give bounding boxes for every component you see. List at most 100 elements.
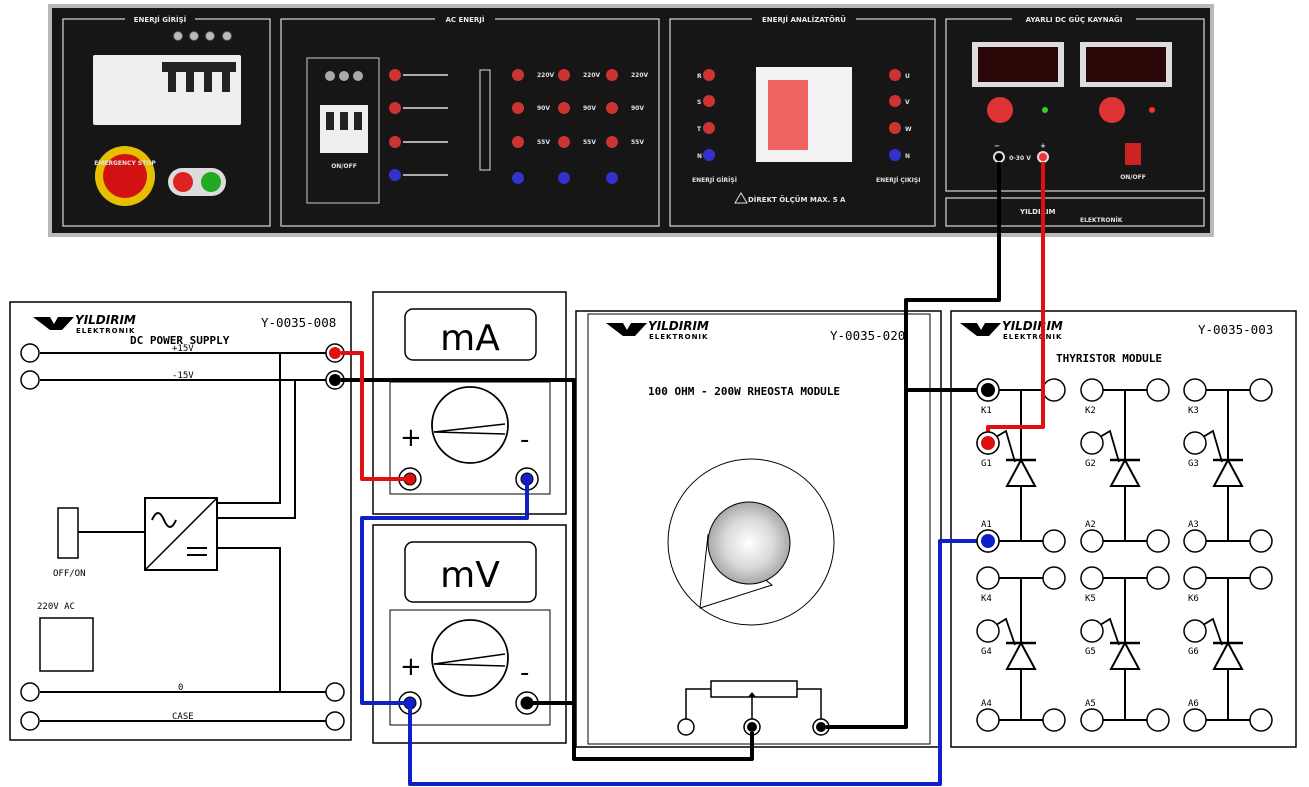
k4-terminal-right[interactable]: [1043, 567, 1065, 589]
off-on-switch[interactable]: [58, 508, 78, 558]
ac-input-label: 220V AC: [37, 602, 75, 612]
terminal-minus15-left[interactable]: [21, 371, 39, 389]
switch-label: OFF/ON: [53, 569, 86, 579]
a6-terminal-right[interactable]: [1250, 709, 1272, 731]
a-label: A5: [1085, 699, 1096, 709]
k1-terminal-right[interactable]: [1043, 379, 1065, 401]
terminal-zero-right[interactable]: [326, 683, 344, 701]
svg-text:ELEKTRONIK: ELEKTRONIK: [76, 327, 135, 335]
terminal-case-right[interactable]: [326, 712, 344, 730]
panel-title: ENERJİ ANALİZATÖRÜ: [762, 15, 846, 24]
k3-terminal[interactable]: [1184, 379, 1206, 401]
rheostat-terminal-wiper[interactable]: [747, 722, 757, 732]
a3-terminal-right[interactable]: [1250, 530, 1272, 552]
svg-text:+15V: +15V: [172, 344, 194, 354]
a5-terminal-right[interactable]: [1147, 709, 1169, 731]
terminal-case-left[interactable]: [21, 712, 39, 730]
k3-terminal-right[interactable]: [1250, 379, 1272, 401]
bench-brand: YILDIRIM: [1019, 208, 1056, 216]
k2-terminal[interactable]: [1081, 379, 1103, 401]
k-label: K2: [1085, 406, 1096, 416]
svg-text:V: V: [905, 99, 910, 106]
a3-terminal[interactable]: [1184, 530, 1206, 552]
module-code: Y-0035-020: [830, 328, 905, 343]
svg-text:S: S: [697, 99, 701, 106]
analyzer-input-label: ENERJİ GİRİŞİ: [692, 177, 737, 184]
g-label: G5: [1085, 647, 1096, 657]
panel-title: ENERJİ GİRİŞİ: [134, 15, 186, 24]
dc-positive-terminal[interactable]: [1038, 152, 1048, 162]
g-label: G3: [1188, 459, 1199, 469]
rheostat-terminal-right[interactable]: [816, 722, 826, 732]
svg-text:220V: 220V: [537, 72, 555, 79]
emergency-label: EMERGENCY STOP: [94, 160, 156, 167]
svg-text:220V: 220V: [631, 72, 649, 79]
dc-negative-terminal[interactable]: [994, 152, 1004, 162]
g6-terminal[interactable]: [1184, 620, 1206, 642]
k5-terminal-right[interactable]: [1147, 567, 1169, 589]
a2-terminal-right[interactable]: [1147, 530, 1169, 552]
a-label: A3: [1188, 520, 1199, 530]
current-knob[interactable]: [1099, 97, 1125, 123]
svg-text:220V: 220V: [583, 72, 601, 79]
k2-terminal-right[interactable]: [1147, 379, 1169, 401]
a5-terminal[interactable]: [1081, 709, 1103, 731]
module-title: 100 OHM - 200W RHEOSTA MODULE: [648, 385, 840, 398]
panel-title: AYARLI DC GÜÇ KAYNAĞI: [1026, 15, 1123, 24]
svg-text:YILDIRIM: YILDIRIM: [648, 319, 709, 333]
g1-terminal-connected[interactable]: [981, 436, 995, 450]
k6-terminal[interactable]: [1184, 567, 1206, 589]
svg-text:-: -: [520, 425, 529, 455]
svg-text:ON/OFF: ON/OFF: [1120, 174, 1146, 181]
terminal-plus15[interactable]: [329, 347, 341, 359]
g3-terminal[interactable]: [1184, 432, 1206, 454]
a4-terminal-right[interactable]: [1043, 709, 1065, 731]
k-label: K3: [1188, 406, 1199, 416]
g-label: G6: [1188, 647, 1199, 657]
svg-text:ELEKTRONİK: ELEKTRONİK: [1080, 217, 1123, 224]
k-label: K6: [1188, 594, 1199, 604]
a2-terminal[interactable]: [1081, 530, 1103, 552]
k-label: K1: [981, 406, 992, 416]
g-label: G2: [1085, 459, 1096, 469]
g4-terminal[interactable]: [977, 620, 999, 642]
k4-terminal[interactable]: [977, 567, 999, 589]
training-bench: ENERJİ GİRİŞİ EMERGENCY STOP AC ENERJİ: [48, 4, 1214, 237]
ma-negative-terminal[interactable]: [521, 473, 533, 485]
direct-measurement-note: DİREKT ÖLÇÜM MAX. 5 A: [748, 195, 846, 204]
thyristor-module: YILDIRIM ELEKTRONIK Y-0035-003 THYRISTOR…: [951, 311, 1296, 747]
g2-terminal[interactable]: [1081, 432, 1103, 454]
a1-terminal-connected[interactable]: [981, 534, 995, 548]
analyzer-output-label: ENERJİ ÇIKIŞI: [876, 177, 920, 184]
terminal-zero-left[interactable]: [21, 683, 39, 701]
svg-text:+: +: [1040, 142, 1046, 150]
voltage-knob[interactable]: [987, 97, 1013, 123]
svg-text:N: N: [905, 153, 910, 160]
a1-terminal-right[interactable]: [1043, 530, 1065, 552]
k6-terminal-right[interactable]: [1250, 567, 1272, 589]
k1-terminal-connected[interactable]: [981, 383, 995, 397]
k5-terminal[interactable]: [1081, 567, 1103, 589]
g-label: G1: [981, 459, 992, 469]
svg-text:R: R: [697, 73, 702, 80]
g5-terminal[interactable]: [1081, 620, 1103, 642]
rheostat-terminal-left[interactable]: [678, 719, 694, 735]
svg-text:+: +: [400, 423, 422, 453]
terminal-minus15[interactable]: [329, 374, 341, 386]
a-label: A4: [981, 699, 992, 709]
a-label: A2: [1085, 520, 1096, 530]
svg-text:55V: 55V: [631, 139, 644, 146]
terminal-plus15-left[interactable]: [21, 344, 39, 362]
dc-power-switch[interactable]: [1125, 143, 1141, 165]
ac-socket: [40, 618, 93, 671]
dc-power-supply-module: YILDIRIM ELEKTRONIK Y-0035-008 DC POWER …: [10, 302, 351, 740]
svg-text:90V: 90V: [631, 105, 644, 112]
module-frame: [951, 311, 1296, 747]
a-label: A1: [981, 520, 992, 530]
rheostat-knob[interactable]: [708, 502, 790, 584]
svg-text:+: +: [400, 652, 422, 682]
a6-terminal[interactable]: [1184, 709, 1206, 731]
module-title: THYRISTOR MODULE: [1056, 352, 1162, 365]
a4-terminal[interactable]: [977, 709, 999, 731]
